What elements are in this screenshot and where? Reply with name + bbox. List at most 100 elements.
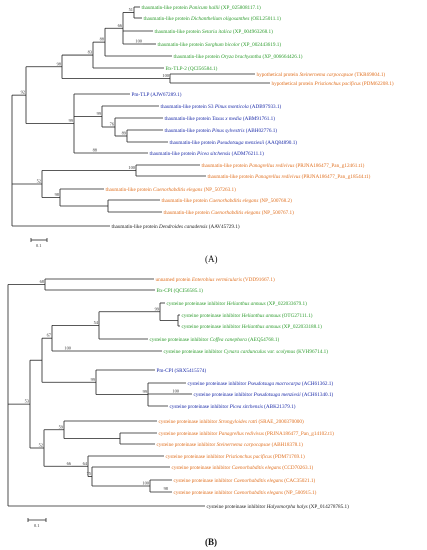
leaf-label: cysteine proteinase inhibitor Helianthus… <box>182 323 323 330</box>
leaf-species: Enterobius vermicularis <box>191 277 242 283</box>
leaf-accession: (NP_500768.2) <box>258 197 292 204</box>
leaf-label: thaumatin-like protein S3 Pinus monticol… <box>161 103 282 110</box>
leaf-protein-name: cysteine proteinase inhibitor <box>159 431 218 437</box>
leaf-accession: (XP_014278785.1) <box>308 503 349 510</box>
leaf-species: Taxus x media <box>211 116 242 122</box>
leaf-protein-name: thaumatin-like protein <box>170 140 217 146</box>
leaf-protein-name: thaumatin-like protein <box>164 210 211 216</box>
bootstrap-value: 99 <box>97 111 102 116</box>
bootstrap-value: 100 <box>142 481 149 486</box>
leaf-protein-name: cysteine proteinase inhibitor <box>182 313 241 319</box>
leaf-accession: (ABK21379.1) <box>263 403 296 410</box>
leaf-accession: (AAV45729.1) <box>207 223 239 230</box>
bootstrap-value: 99 <box>69 118 74 123</box>
bootstrap-value: 92 <box>21 90 25 95</box>
bootstrap-value: 99 <box>155 306 160 311</box>
leaf-species: Pseudotsuga menziesii <box>216 140 265 146</box>
leaf-protein-name: thaumatin-like protein <box>144 16 191 22</box>
leaf-label: thaumatin-like protein Picea sitchensis … <box>150 150 265 157</box>
panel-label-a: (A) <box>205 254 218 264</box>
leaf-protein-name: thaumatin-like protein <box>208 174 255 180</box>
leaf-accession: (XP_022033679.1) <box>266 300 307 307</box>
leaf-accession: (NP_500767.1) <box>260 209 294 216</box>
leaf-accession: (ABM91761.1) <box>242 115 276 122</box>
panel-label-b: (B) <box>205 537 217 547</box>
leaf-protein-name: thaumatin-like protein <box>165 116 212 122</box>
leaf-accession: (CAC35021.1) <box>283 477 316 484</box>
leaf-label: cysteine proteinase inhibitor Coffea can… <box>150 336 280 343</box>
leaf-label: thaumatin-like protein Caenorhabditis el… <box>106 186 237 193</box>
leaf-accession: (AEQ54768.1) <box>247 336 280 343</box>
leaf-species: Pinus monticola <box>214 104 250 110</box>
leaf-label: cysteine proteinase inhibitor Helianthus… <box>167 300 308 307</box>
leaf-accession: (KVH96714.1) <box>295 348 328 355</box>
leaf-label: cysteine proteinase inhibitor Pristionch… <box>166 453 305 460</box>
bootstrap-value: 53 <box>25 399 30 404</box>
bootstrap-value: 89 <box>122 131 127 136</box>
leaf-species: Cynara cardunculus var. scolymus <box>222 349 295 355</box>
bootstrap-value: 66 <box>67 461 72 466</box>
leaf-accession: (TKR69804.1) <box>353 71 385 78</box>
bootstrap-value: 68 <box>40 279 45 284</box>
leaf-accession: (XP_022033188.1) <box>281 323 322 330</box>
leaf-accession: (OEL25011.1) <box>249 15 281 22</box>
leaf-species: Picea sitchensis <box>196 151 231 157</box>
leaf-species: Caenorhabditis elegans <box>210 210 261 216</box>
leaf-accession: (PDM71769.1) <box>272 453 305 460</box>
leaf-protein-name: cysteine proteinase inhibitor <box>164 349 223 355</box>
leaf-protein-name: Pm-TLP <box>132 92 150 98</box>
leaf-accession: (ACH61362.1) <box>301 380 334 387</box>
leaf-protein-name: cysteine proteinase inhibitor <box>174 490 233 496</box>
leaf-accession: (ADB97933.1) <box>249 103 282 110</box>
leaf-label: cysteine proteinase inhibitor Strongyloi… <box>159 418 304 425</box>
leaf-protein-name: thaumatin-like protein <box>158 42 205 48</box>
bootstrap-value: 54 <box>94 320 99 325</box>
bootstrap-value: 52 <box>37 179 41 184</box>
scale-bar-label: 0.1 <box>36 243 42 248</box>
leaf-label: cysteine proteinase inhibitor Pseudotsug… <box>194 391 334 398</box>
leaf-label: thaumatin-like protein Dendroides canade… <box>112 223 240 230</box>
leaf-label: hypothetical protein Pristionchus pacifi… <box>272 80 394 87</box>
leaf-accession: (NP_500915.1) <box>283 489 317 496</box>
leaf-species: Picea sitchensis <box>228 404 263 410</box>
leaf-accession: (QCI56584.1) <box>187 65 218 72</box>
leaf-accession: (PRJNA186477_Pan_g12461.t1) <box>294 162 364 169</box>
bootstrap-value: 88 <box>93 148 98 153</box>
bootstrap-value: 59 <box>59 424 64 429</box>
leaf-label: cysteine proteinase inhibitor Halyomorph… <box>207 503 350 510</box>
leaf-accession: (SRAE_2000370000) <box>257 418 304 425</box>
leaf-species: Oryza brachyantha <box>220 54 262 60</box>
tree-panel-a: thaumatin-like protein Panicum hallii (X… <box>11 4 394 230</box>
leaf-accession: (NP_507263.1) <box>202 186 236 193</box>
leaf-label: thaumatin-like protein Caenorhabditis el… <box>162 197 293 204</box>
leaf-species: Steinernema carpocapsae <box>298 72 354 78</box>
bootstrap-value: 100 <box>172 389 179 394</box>
bootstrap-value: 64 <box>83 461 88 466</box>
bootstrap-value: 98 <box>55 192 60 197</box>
leaf-species: Helianthus annuus <box>225 301 265 307</box>
leaf-species: Pseudotsuga menziesii <box>252 392 301 398</box>
leaf-species: Halyomorpha halys <box>265 504 307 510</box>
scale-bar-label: 0.1 <box>34 523 40 528</box>
leaf-species: Dichanthelium oligosanthes <box>190 16 250 22</box>
leaf-label: thaumatin-like protein Sorghum bicolor (… <box>158 41 282 48</box>
leaf-label: Pm-TLP (AJW67289.1) <box>132 91 182 98</box>
leaf-protein-name: thaumatin-like protein <box>142 5 189 11</box>
leaf-species: Pristionchus pacificus <box>224 453 272 460</box>
leaf-label: cysteine proteinase inhibitor Picea sitc… <box>170 403 296 410</box>
leaf-accession: (AJW67289.1) <box>149 91 182 98</box>
leaf-label: Pm-CPI (SRX5415574) <box>157 367 207 374</box>
leaf-protein-name: cysteine proteinase inhibitor <box>170 404 229 410</box>
leaf-protein-name: cysteine proteinase inhibitor <box>182 324 241 330</box>
leaf-protein-name: thaumatin-like protein <box>106 187 153 193</box>
leaf-label: cysteine proteinase inhibitor Steinernem… <box>157 441 304 448</box>
leaf-label: Bx-CPI (QCI56585.1) <box>157 287 204 294</box>
leaf-species: Caenorhabditis elegans <box>232 478 283 484</box>
leaf-protein-name: cysteine proteinase inhibitor <box>207 504 266 510</box>
leaf-accession: (QCI56585.1) <box>172 287 203 294</box>
leaf-label: thaumatin-like protein Dichanthelium oli… <box>144 15 282 22</box>
leaf-accession: (ACH61340.1) <box>301 391 334 398</box>
leaf-accession: (PRJNA186477_Pan_g18544.t1) <box>300 173 370 180</box>
leaf-accession: (SRX5415574) <box>173 367 206 374</box>
